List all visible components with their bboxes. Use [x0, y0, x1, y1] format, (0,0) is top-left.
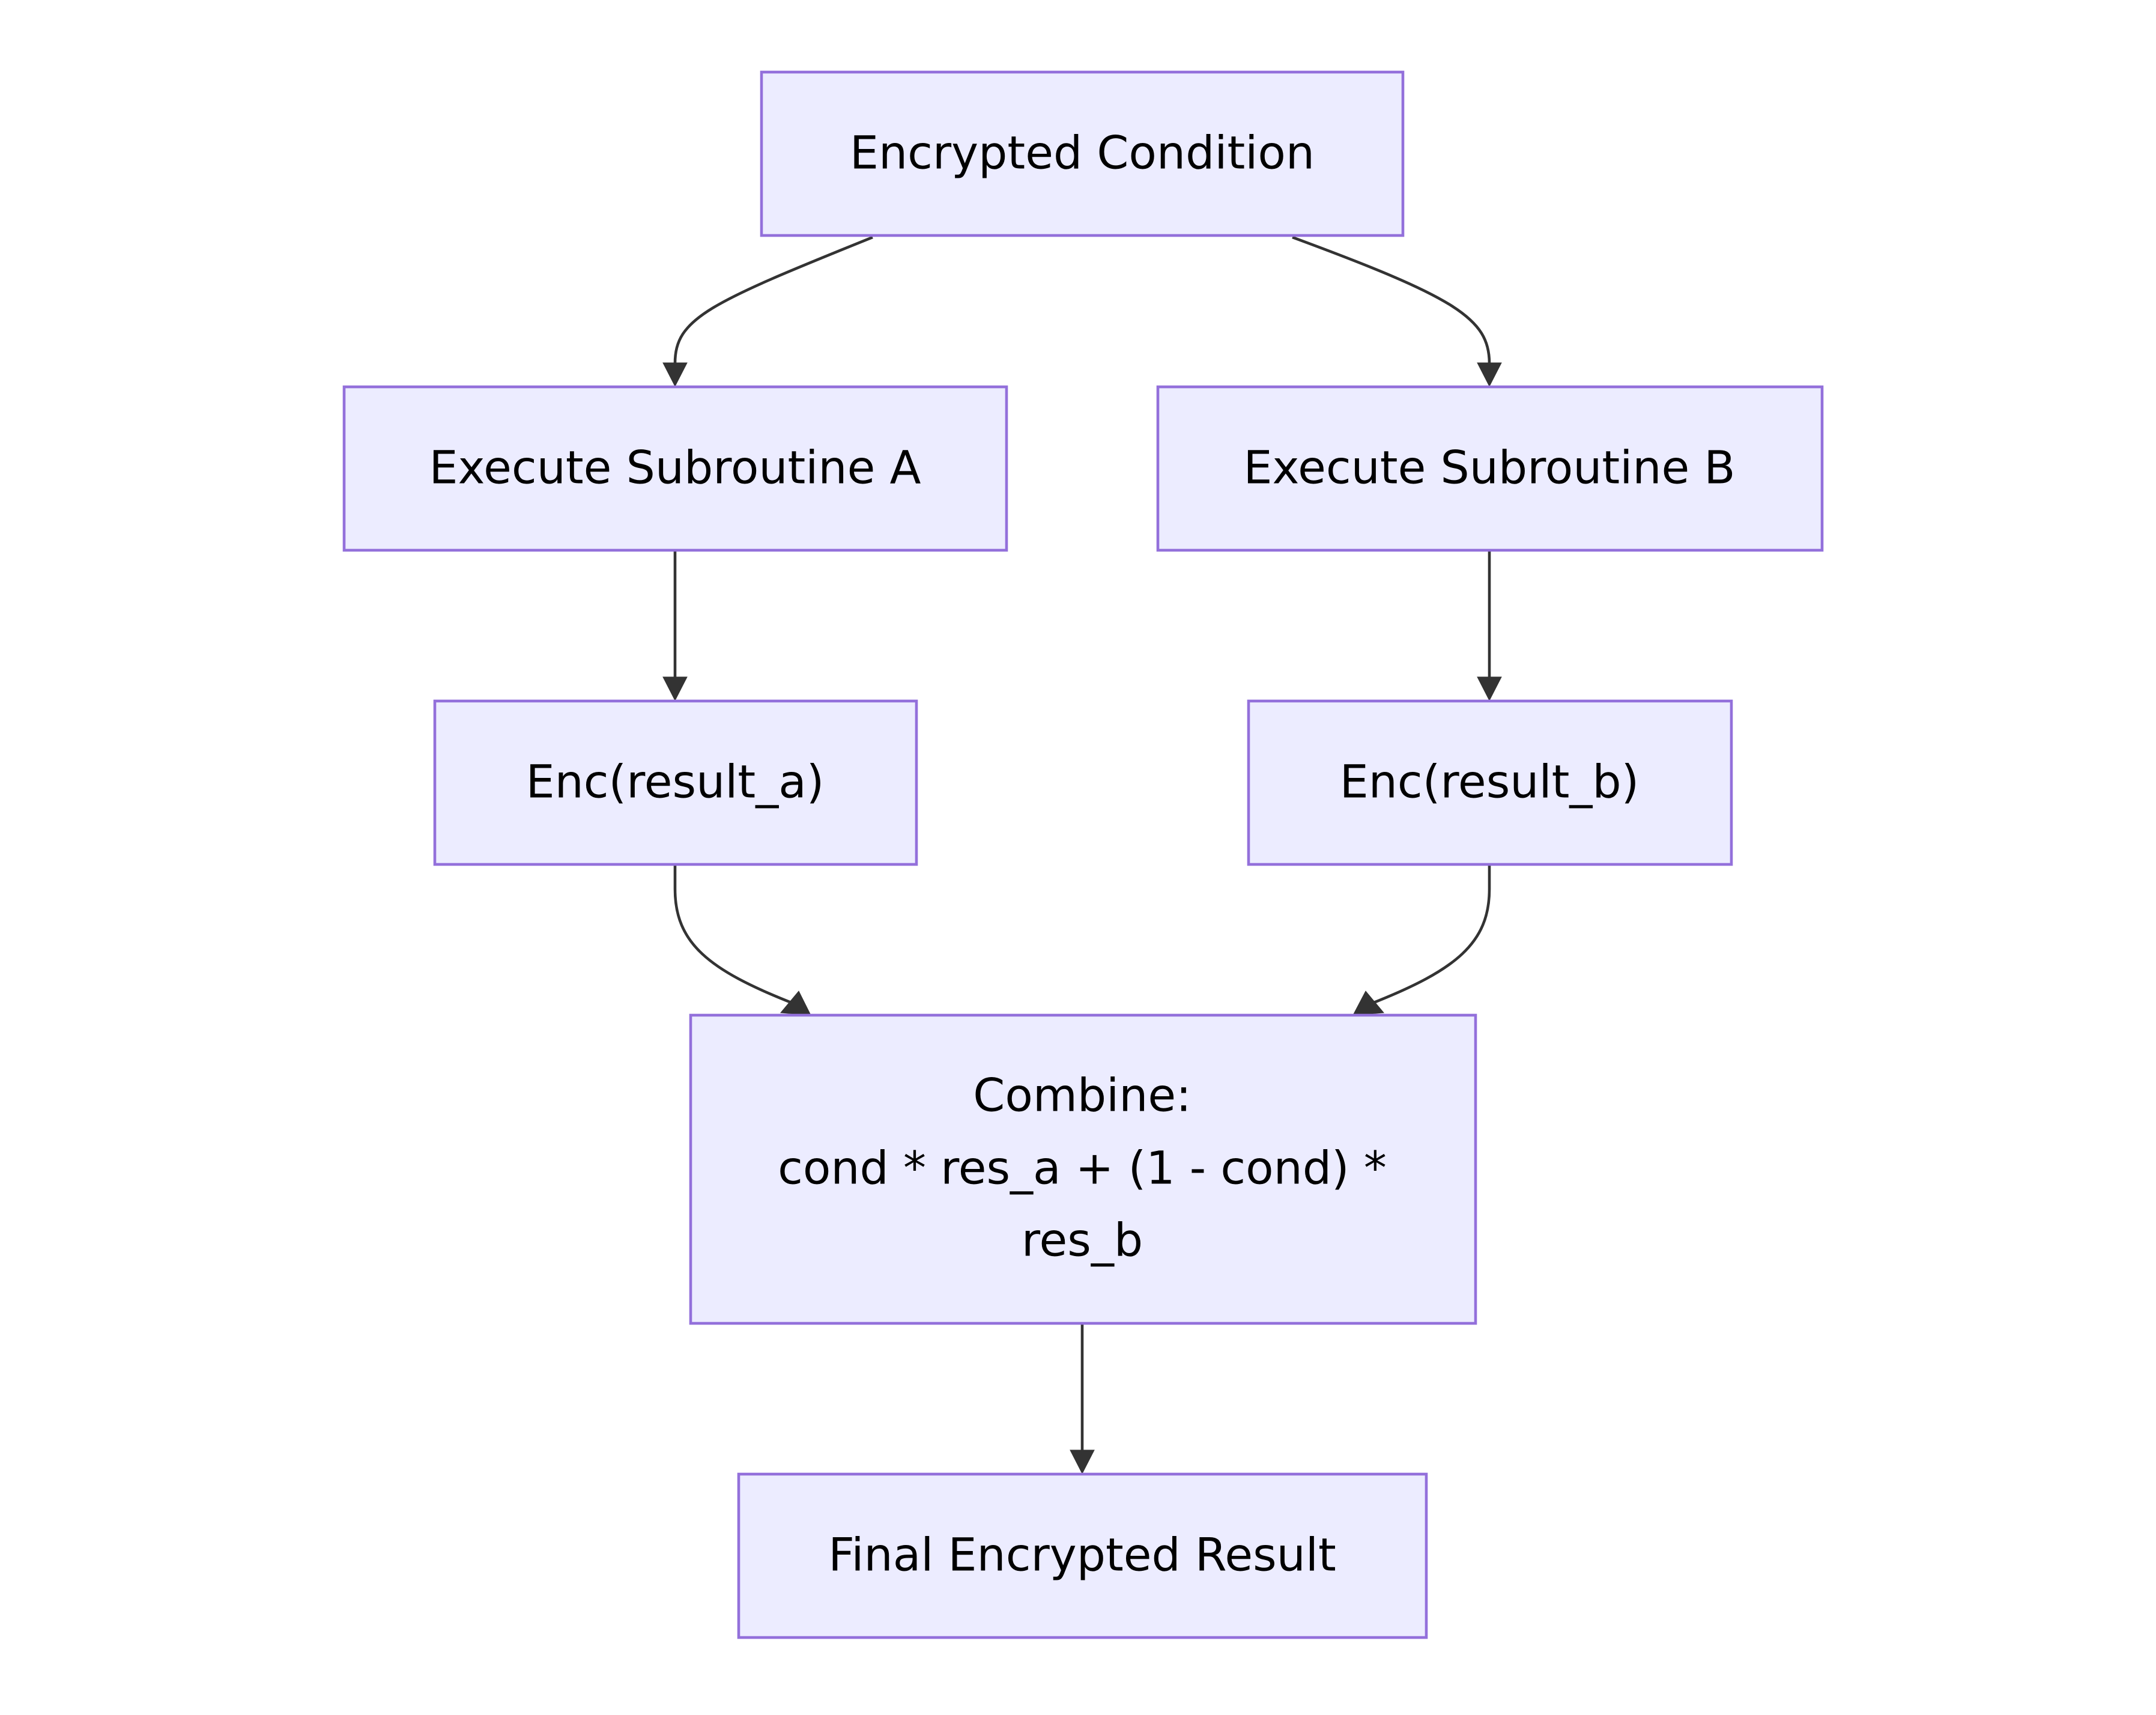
edge-result-a-to-combine [673, 864, 793, 1005]
arrowhead-subroutine-b [1477, 362, 1502, 387]
node-box [760, 70, 1405, 237]
node-enc-result-a[interactable]: Enc(result_a) [433, 699, 918, 866]
node-execute-subroutine-b[interactable]: Execute Subroutine B [1156, 385, 1824, 552]
node-label: Enc(result_b) [1340, 755, 1640, 809]
edge-condition-to-subroutine-a [673, 235, 873, 369]
node-box [433, 699, 918, 866]
node-label-line-3: res_b [1022, 1213, 1143, 1267]
node-box [342, 385, 1008, 552]
node-label: Encrypted Condition [850, 126, 1315, 180]
node-box [737, 1472, 1428, 1639]
edge-condition-to-subroutine-b [1292, 235, 1491, 369]
arrowhead-subroutine-a [662, 362, 688, 387]
node-box [1247, 699, 1733, 866]
node-label: Final Encrypted Result [828, 1528, 1336, 1582]
node-encrypted-condition[interactable]: Encrypted Condition [760, 70, 1405, 237]
node-enc-result-b[interactable]: Enc(result_b) [1247, 699, 1733, 866]
node-label-line-1: Combine: [973, 1069, 1192, 1122]
edge-result-b-to-combine [1372, 864, 1491, 1005]
arrowhead-result-a [662, 676, 688, 702]
arrowhead-final [1070, 1449, 1095, 1475]
node-label: Execute Subroutine B [1243, 441, 1735, 494]
arrowhead-result-b [1477, 676, 1502, 702]
node-box [689, 1013, 1477, 1325]
arrowhead-combine-left [780, 991, 811, 1016]
node-label-line-2: cond * res_a + (1 - cond) * [778, 1141, 1387, 1195]
edges [662, 235, 1502, 1475]
node-label: Enc(result_a) [526, 755, 825, 809]
node-final-encrypted-result[interactable]: Final Encrypted Result [737, 1472, 1428, 1639]
node-combine[interactable]: Combine: cond * res_a + (1 - cond) * res… [689, 1013, 1477, 1325]
node-execute-subroutine-a[interactable]: Execute Subroutine A [342, 385, 1008, 552]
arrowhead-combine-right [1352, 991, 1385, 1016]
node-label: Execute Subroutine A [429, 441, 921, 494]
node-box [1156, 385, 1824, 552]
